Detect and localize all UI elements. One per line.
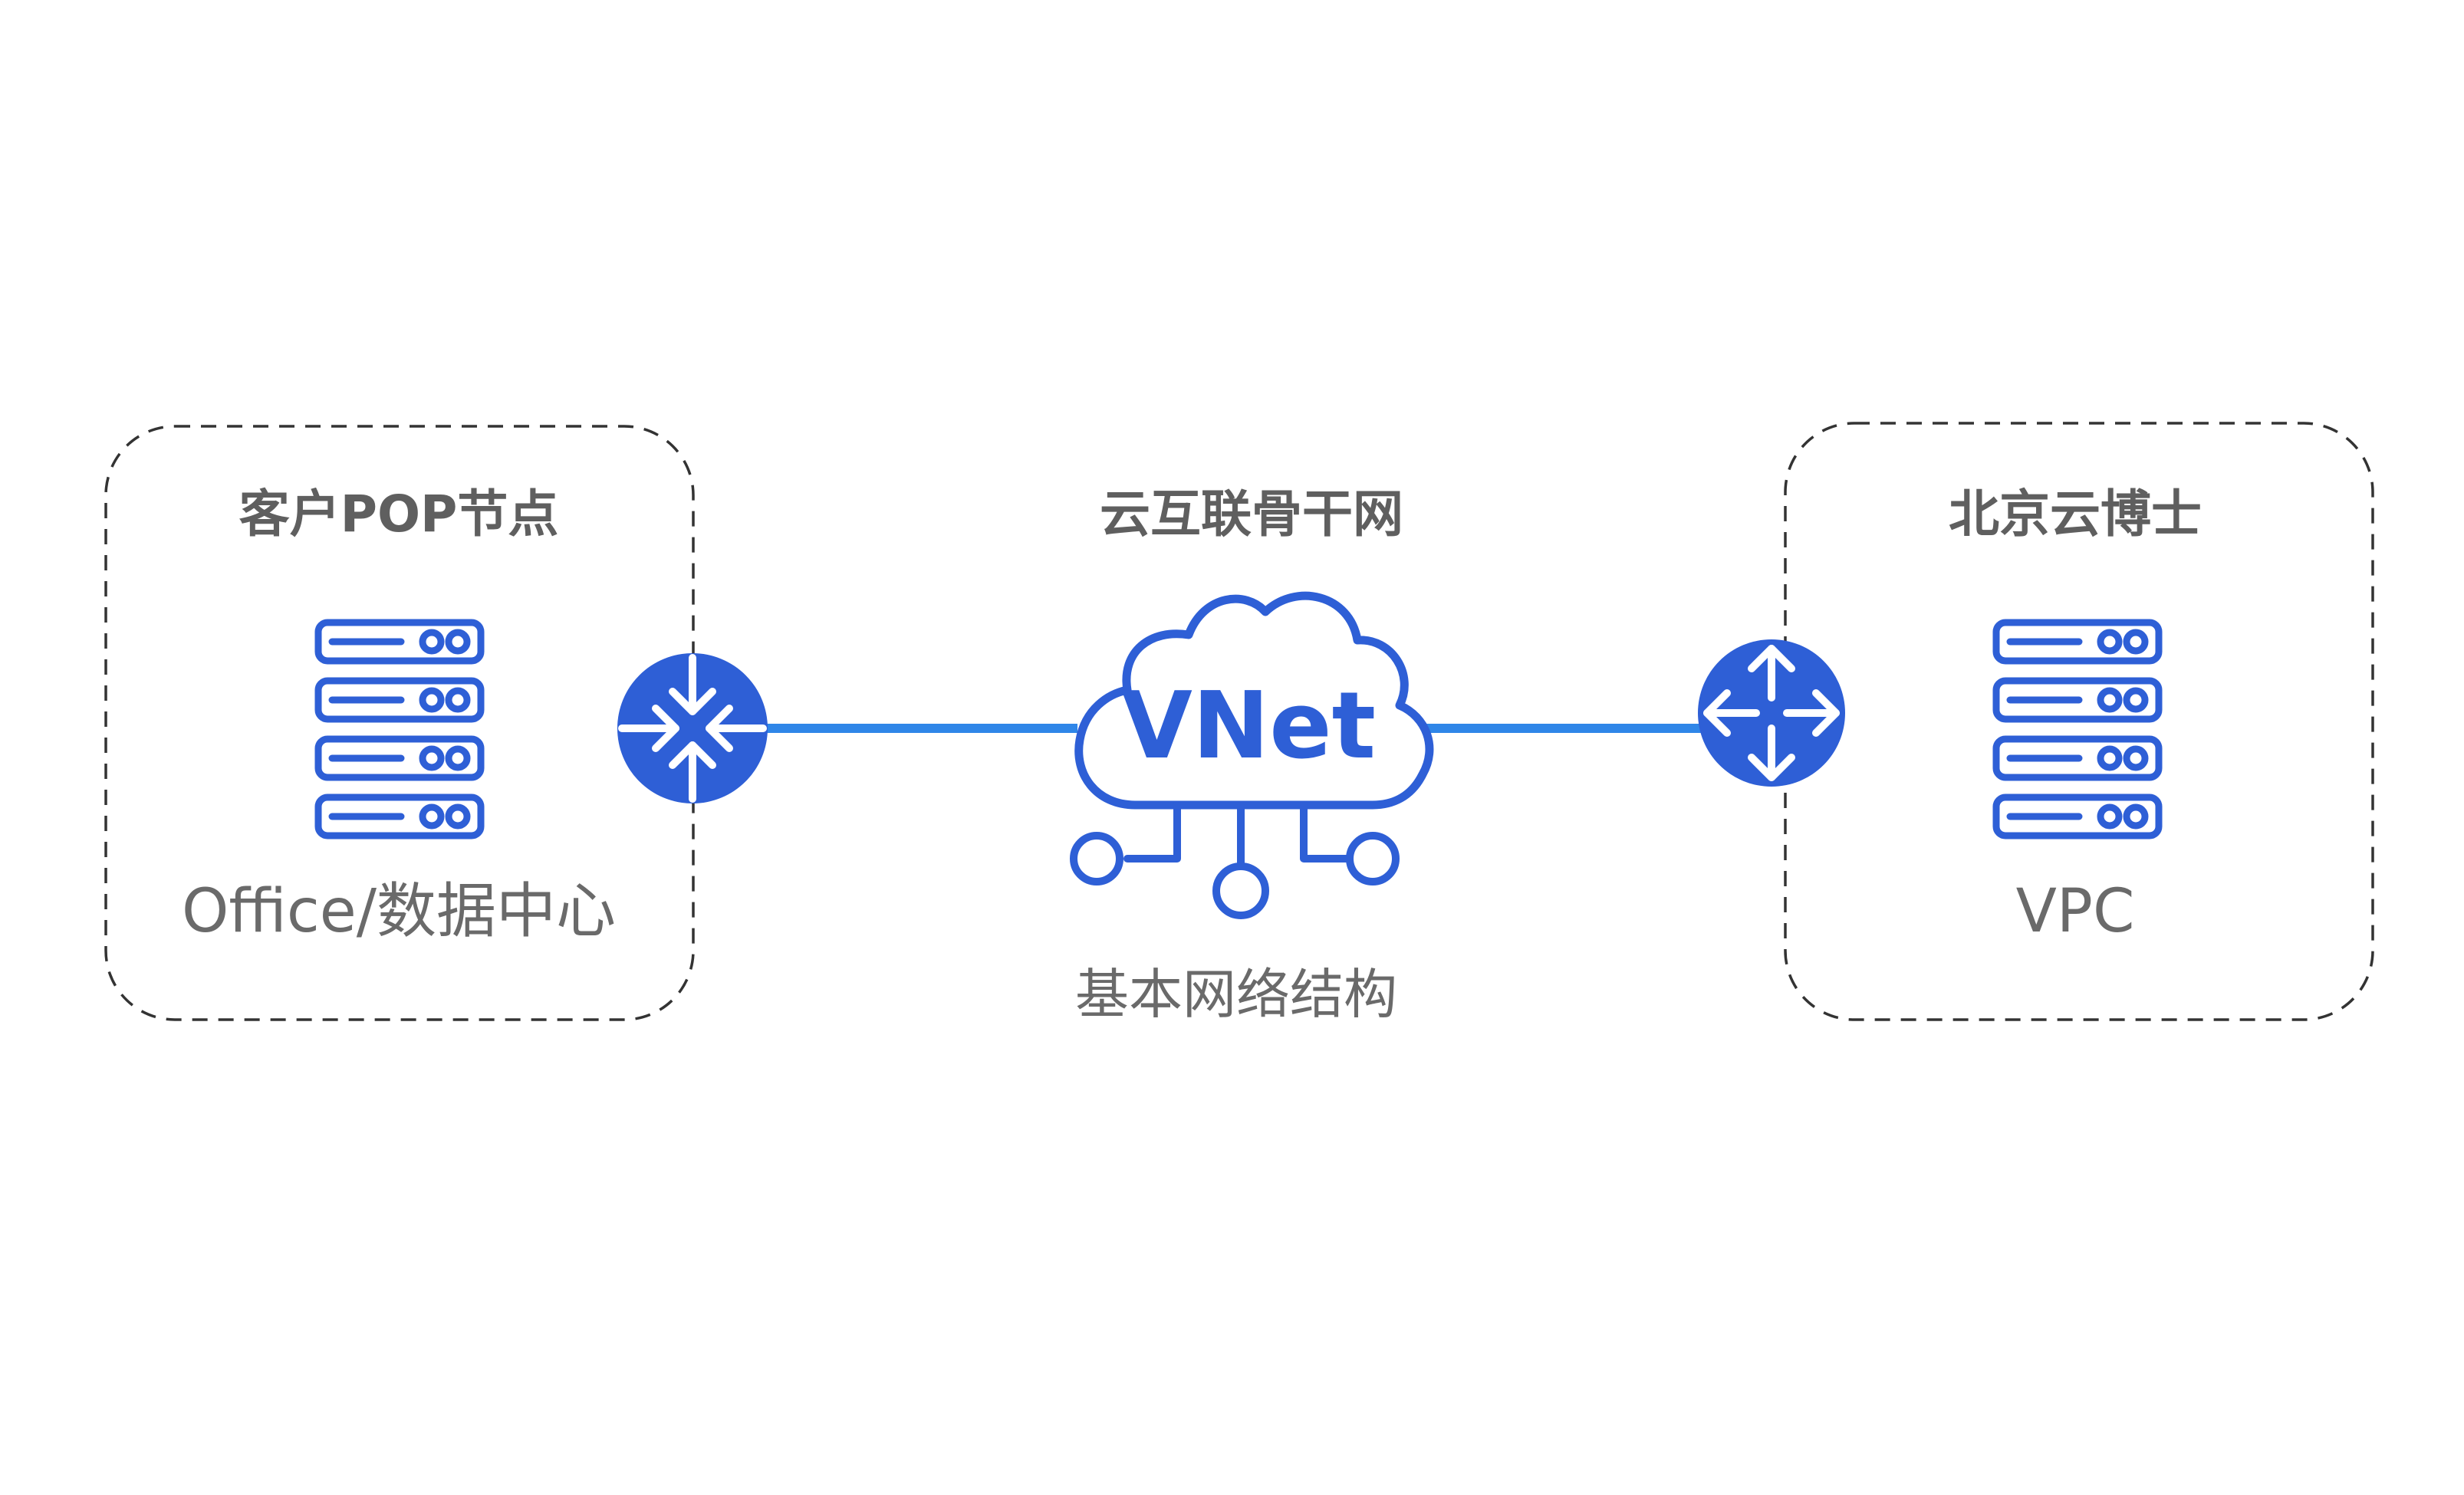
- center-caption: 基本网络结构: [1075, 963, 1397, 1026]
- router-arrows-icon: [1698, 639, 1845, 787]
- cloud-network-icon: [1070, 591, 1434, 919]
- center-title: 云互联骨干网: [1100, 485, 1403, 544]
- server-rack-icon: [314, 619, 485, 840]
- server-rack-icon: [1992, 619, 2163, 840]
- switch-compress-icon: [617, 653, 768, 803]
- cloud-label: VNet: [1120, 673, 1377, 780]
- left-group-title: 客户POP节点: [239, 485, 559, 544]
- right-group-title: 北京云博士: [1949, 485, 2202, 544]
- left-group-label: Office/数据中心: [182, 877, 616, 946]
- right-group-label: VPC: [2015, 877, 2135, 946]
